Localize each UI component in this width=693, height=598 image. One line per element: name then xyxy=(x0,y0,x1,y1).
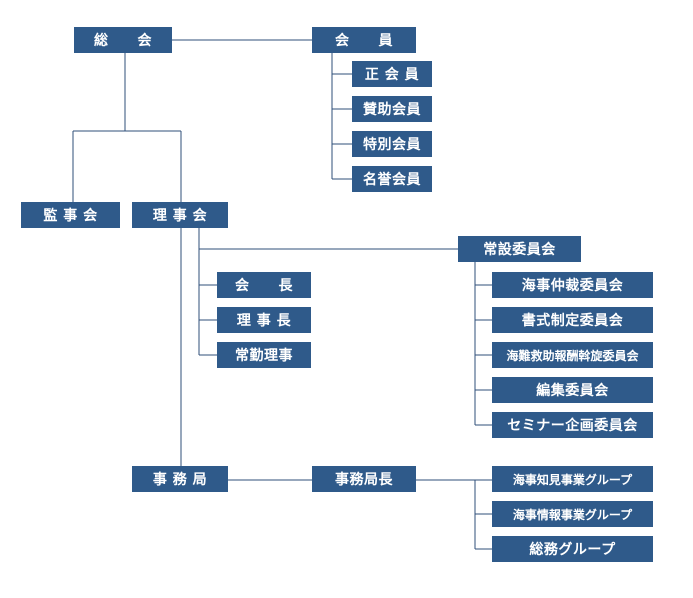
group-general-affairs-box: 総務グループ xyxy=(492,536,653,562)
officer-fulltime-director-box: 常勤理事 xyxy=(217,342,311,368)
committee-forms-box: 書式制定委員会 xyxy=(492,307,653,333)
member-regular-box: 正 会 員 xyxy=(352,61,432,87)
group-knowledge-box: 海事知見事業グループ xyxy=(492,466,653,492)
member-supporting-box: 賛助会員 xyxy=(352,96,432,122)
committee-seminar-box: セミナー企画委員会 xyxy=(492,412,653,438)
committee-salvage-box: 海難救助報酬斡旋委員会 xyxy=(492,342,653,368)
secretary-general-box: 事務局長 xyxy=(312,466,416,492)
committee-editorial-box: 編集委員会 xyxy=(492,377,653,403)
committee-arbitration-box: 海事仲裁委員会 xyxy=(492,272,653,298)
secretariat-box: 事 務 局 xyxy=(132,466,228,492)
general-meeting-box: 総 会 xyxy=(74,27,172,53)
member-special-box: 特別会員 xyxy=(352,131,432,157)
group-information-box: 海事情報事業グループ xyxy=(492,501,653,527)
officer-president-box: 理 事 長 xyxy=(217,307,311,333)
member-honorary-box: 名誉会員 xyxy=(352,166,432,192)
officer-chairman-box: 会 長 xyxy=(217,272,311,298)
auditors-box: 監 事 会 xyxy=(21,202,120,228)
members-box: 会 員 xyxy=(312,27,416,53)
standing-committees-box: 常設委員会 xyxy=(458,236,581,262)
board-box: 理 事 会 xyxy=(132,202,228,228)
